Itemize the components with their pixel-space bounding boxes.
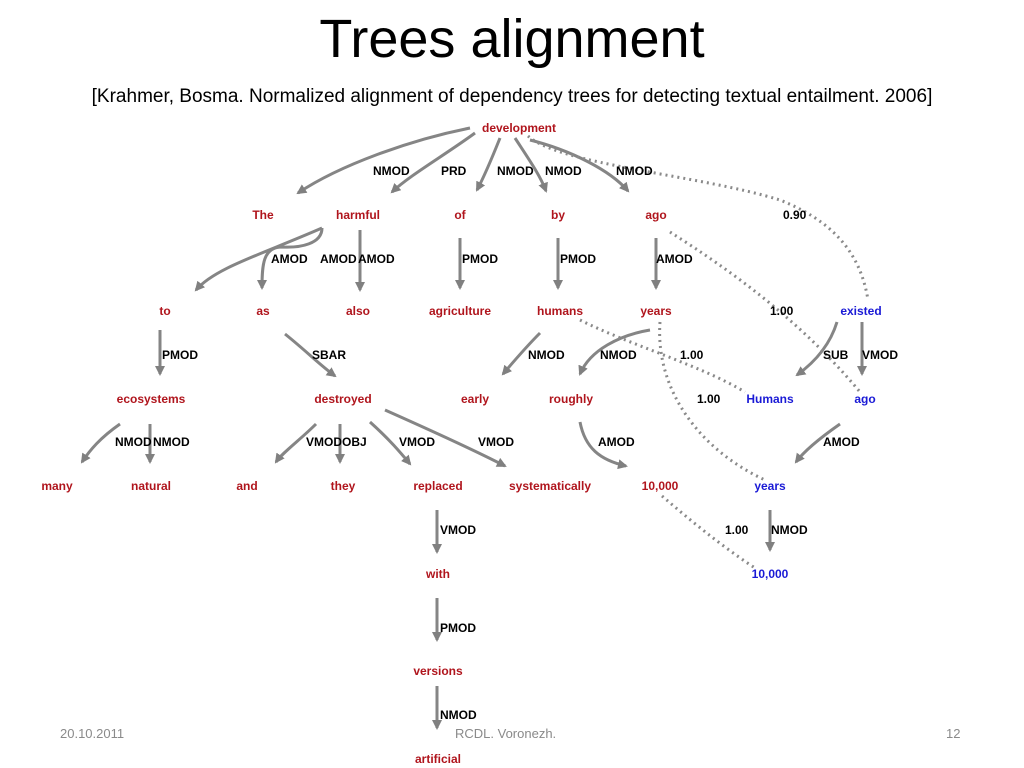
alignment-link	[579, 318, 746, 394]
relation-label: VMOD	[478, 435, 514, 449]
relation-label: PMOD	[162, 348, 198, 362]
alignment-scores: 0.90 1.00 1.00 1.00 1.00	[680, 208, 807, 537]
word-node: and	[236, 479, 257, 493]
relation-label: AMOD	[320, 252, 357, 266]
edge	[368, 420, 412, 466]
word-node: replaced	[413, 479, 462, 493]
relation-label: NMOD	[440, 708, 477, 722]
relation-label: PRD	[441, 164, 467, 178]
relation-label: SUB	[823, 348, 849, 362]
alignment-link	[526, 134, 870, 301]
word-node: agriculture	[429, 304, 491, 318]
relation-label: NMOD	[545, 164, 582, 178]
word-node: ago	[854, 392, 875, 406]
relation-label: AMOD	[823, 435, 860, 449]
relation-label: AMOD	[358, 252, 395, 266]
word-node: ago	[645, 208, 666, 222]
alignment-score: 1.00	[680, 348, 704, 362]
citation: [Krahmer, Bosma. Normalized alignment of…	[91, 86, 933, 107]
edge	[501, 331, 542, 376]
relation-label: PMOD	[560, 252, 596, 266]
edge	[795, 321, 839, 377]
relation-label: NMOD	[115, 435, 152, 449]
dependency-edges	[80, 126, 867, 730]
word-node: with	[425, 567, 450, 581]
alignment-score: 0.90	[783, 208, 807, 222]
word-node: to	[159, 304, 170, 318]
word-node: early	[461, 392, 489, 406]
slide-title: Trees alignment	[319, 9, 705, 69]
word-node: years	[754, 479, 786, 493]
edge	[578, 328, 651, 376]
word-node: development	[482, 121, 556, 135]
relation-label: AMOD	[598, 435, 635, 449]
word-node: 10,000	[642, 479, 679, 493]
relation-label: NMOD	[497, 164, 534, 178]
relation-label: NMOD	[528, 348, 565, 362]
relation-label: VMOD	[862, 348, 898, 362]
edge	[257, 227, 324, 290]
alignment-score: 1.00	[697, 392, 721, 406]
relation-label: VMOD	[399, 435, 435, 449]
word-node: harmful	[336, 208, 380, 222]
word-node: of	[454, 208, 466, 222]
word-node: versions	[413, 664, 463, 678]
relation-label: NMOD	[153, 435, 190, 449]
word-node: existed	[840, 304, 881, 318]
edge	[274, 422, 318, 464]
alignment-links	[526, 134, 870, 570]
edge	[194, 226, 323, 292]
word-node: they	[331, 479, 356, 493]
word-node: natural	[131, 479, 171, 493]
word-node: ecosystems	[117, 392, 186, 406]
word-node: Humans	[746, 392, 794, 406]
edge	[578, 421, 628, 470]
word-node: The	[252, 208, 274, 222]
edge	[296, 126, 471, 195]
relation-label: NMOD	[616, 164, 653, 178]
word-node: also	[346, 304, 370, 318]
edge	[794, 422, 841, 464]
alignment-score: 1.00	[770, 304, 794, 318]
edge	[475, 137, 502, 192]
edge	[384, 408, 507, 468]
relation-label: PMOD	[462, 252, 498, 266]
edge	[390, 131, 476, 194]
edge	[80, 422, 121, 464]
footer-date: 20.10.2011	[60, 726, 125, 741]
word-node: years	[640, 304, 672, 318]
relation-label: SBAR	[312, 348, 346, 362]
tree-words: development The harmful of by ago to as …	[41, 121, 881, 766]
edge	[513, 137, 548, 193]
relation-label: NMOD	[373, 164, 410, 178]
word-node: humans	[537, 304, 583, 318]
relation-label: NMOD	[771, 523, 808, 537]
word-node: artificial	[415, 752, 461, 766]
relation-label: PMOD	[440, 621, 476, 635]
relation-labels: NMOD PRD NMOD NMOD NMOD AMOD AMOD AMOD P…	[115, 164, 898, 722]
footer-venue: RCDL. Voronezh.	[455, 726, 557, 741]
alignment-score: 1.00	[725, 523, 749, 537]
relation-label: VMOD	[306, 435, 342, 449]
word-node: destroyed	[314, 392, 371, 406]
relation-label: VMOD	[440, 523, 476, 537]
alignment-link	[658, 321, 766, 482]
edge	[529, 138, 630, 193]
word-node: systematically	[509, 479, 591, 493]
relation-label: AMOD	[656, 252, 693, 266]
word-node: as	[256, 304, 270, 318]
word-node: 10,000	[752, 567, 789, 581]
word-node: by	[551, 208, 565, 222]
word-node: roughly	[549, 392, 593, 406]
relation-label: NMOD	[600, 348, 637, 362]
footer-page-number: 12	[946, 726, 961, 741]
relation-label: AMOD	[271, 252, 308, 266]
edge	[284, 332, 337, 378]
word-node: many	[41, 479, 73, 493]
relation-label: OBJ	[342, 435, 367, 449]
